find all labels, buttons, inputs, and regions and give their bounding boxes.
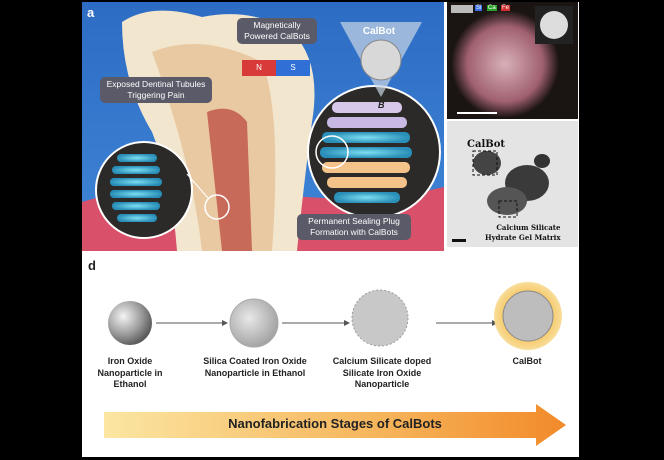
progress-arrow: Nanofabrication Stages of CalBots: [104, 404, 566, 446]
stage-2-label: Silica Coated Iron Oxide Nanoparticle in…: [203, 356, 307, 378]
matrix-annotation: Calcium Silicate Hydrate Gel Matrix: [485, 223, 561, 243]
magnet-icon: N S: [242, 60, 310, 76]
panel-b: b Si Ca Fe: [447, 2, 578, 119]
tooth-illustration: [82, 2, 444, 251]
magnet-north: N: [242, 60, 276, 76]
stage-3-label: Calcium Silicate doped Silicate Iron Oxi…: [332, 356, 432, 389]
iron-oxide-sphere: [108, 301, 152, 345]
panel-c: c CalBot Calcium Silicate Hydrate Gel Ma…: [447, 121, 578, 247]
panel-a: a Magnetically Powered CalBots CalBot Ex…: [82, 2, 444, 251]
magnet-south: S: [276, 60, 310, 76]
panel-a-label: a: [87, 5, 95, 20]
sealing-plug-callout: Permanent Sealing Plug Formation with Ca…: [297, 214, 411, 240]
calbot-callout: CalBot: [362, 26, 396, 37]
matrix-label-line2: Hydrate Gel Matrix: [485, 233, 561, 242]
exposed-tubules-callout: Exposed Dentinal Tubules Triggering Pain: [100, 77, 212, 103]
legend-fe: Fe: [501, 5, 511, 11]
tem-image: [447, 121, 578, 247]
stage-diagram: [108, 282, 562, 350]
calbot-annotation: CalBot: [467, 139, 505, 150]
magnetic-field-label: B: [378, 100, 385, 110]
arrow-text: Nanofabrication Stages of CalBots: [228, 416, 442, 431]
stage-4-label: CalBot: [512, 356, 542, 366]
calbot-sphere: [502, 290, 554, 342]
legend-si: Si: [475, 5, 483, 11]
eds-merged-swatch: [451, 5, 473, 13]
panel-d: d Iron Oxide Nanoparticle in Ethanol Sil…: [82, 256, 579, 455]
magnetic-calbots-callout: Magnetically Powered CalBots: [237, 18, 317, 44]
stage-1-label: Iron Oxide Nanoparticle in Ethanol: [97, 356, 163, 389]
legend-ca: Ca: [487, 5, 497, 11]
matrix-label-line1: Calcium Silicate: [496, 223, 561, 232]
calcium-silicate-sphere: [351, 289, 409, 347]
panel-d-label: d: [88, 258, 96, 273]
silica-coated-sphere: [229, 298, 279, 348]
eds-map-image: [451, 6, 573, 118]
